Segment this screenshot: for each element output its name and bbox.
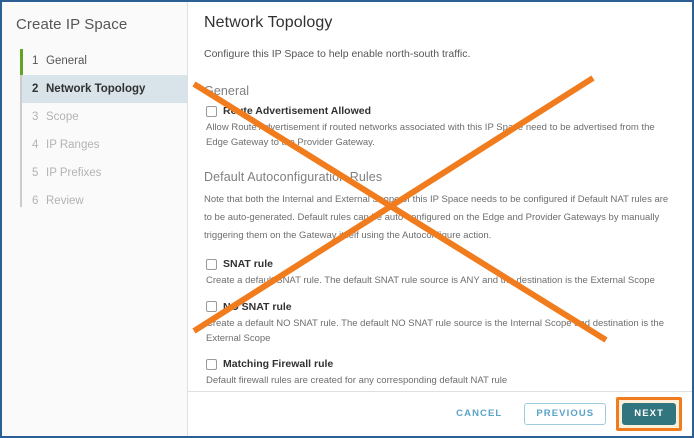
- sidebar-step-review: 6 Review: [20, 187, 187, 215]
- spacer: [204, 150, 678, 170]
- step-number: 3: [32, 111, 39, 123]
- page-title: Network Topology: [204, 14, 333, 31]
- checkbox-row-route-advertisement[interactable]: Route Advertisement Allowed: [206, 105, 678, 117]
- autoconfiguration-note: Note that both the Internal and External…: [204, 194, 669, 241]
- step-rail-completed: [20, 49, 23, 75]
- help-snat-rule: Create a default SNAT rule. The default …: [206, 275, 655, 287]
- checkbox-matching-firewall-rule[interactable]: [206, 358, 217, 370]
- checkbox-route-advertisement[interactable]: [206, 105, 217, 117]
- wizard-title: Create IP Space: [16, 16, 128, 33]
- step-label: IP Prefixes: [46, 167, 102, 179]
- checkbox-no-snat-rule[interactable]: [206, 301, 217, 313]
- sidebar-step-ip-ranges: 4 IP Ranges: [20, 131, 187, 159]
- step-label: Scope: [46, 111, 79, 123]
- step-rail: [20, 49, 22, 207]
- wizard-step-list: 1 General 2 Network Topology 3 Scope 4 I…: [2, 47, 187, 215]
- step-number: 4: [32, 139, 39, 151]
- wizard-sidebar: Create IP Space 1 General 2 Network Topo…: [2, 2, 188, 436]
- help-route-advertisement: Allow Route Advertisement if routed netw…: [206, 122, 655, 148]
- sidebar-step-network-topology[interactable]: 2 Network Topology: [20, 75, 187, 103]
- checkbox-row-no-snat-rule[interactable]: NO SNAT rule: [206, 301, 678, 313]
- step-number: 2: [32, 83, 39, 95]
- step-label: IP Ranges: [46, 139, 100, 151]
- sidebar-step-ip-prefixes: 5 IP Prefixes: [20, 159, 187, 187]
- section-heading-general: General: [204, 84, 250, 98]
- step-label: General: [46, 55, 87, 67]
- step-label: Review: [46, 195, 84, 207]
- checkbox-row-matching-firewall-rule[interactable]: Matching Firewall rule: [206, 358, 678, 370]
- step-label: Network Topology: [46, 83, 146, 95]
- step-number: 5: [32, 167, 39, 179]
- checkbox-label-no-snat-rule: NO SNAT rule: [223, 300, 292, 313]
- checkbox-label-route-advertisement: Route Advertisement Allowed: [223, 105, 371, 117]
- step-number: 6: [32, 195, 39, 207]
- sidebar-step-general[interactable]: 1 General: [20, 47, 187, 75]
- cancel-button[interactable]: Cancel: [444, 403, 514, 425]
- checkbox-snat-rule[interactable]: [206, 258, 217, 270]
- wizard-footer: Cancel Previous Next: [188, 391, 692, 436]
- page-description: Configure this IP Space to help enable n…: [204, 48, 471, 60]
- checkbox-label-matching-firewall-rule: Matching Firewall rule: [223, 358, 334, 371]
- step-number: 1: [32, 55, 39, 67]
- checkbox-label-snat-rule: SNAT rule: [223, 258, 273, 271]
- previous-button[interactable]: Previous: [524, 403, 607, 425]
- wizard-main-panel: Network Topology Configure this IP Space…: [188, 2, 692, 436]
- next-button[interactable]: Next: [622, 403, 676, 425]
- checkbox-row-snat-rule[interactable]: SNAT rule: [206, 258, 678, 270]
- help-matching-firewall-rule: Default firewall rules are created for a…: [206, 375, 508, 387]
- help-no-snat-rule: Create a default NO SNAT rule. The defau…: [206, 317, 665, 344]
- next-button-highlight: Next: [616, 397, 682, 431]
- wizard-content: Network Topology Configure this IP Space…: [188, 2, 692, 391]
- sidebar-step-scope: 3 Scope: [20, 103, 187, 131]
- section-heading-autoconfiguration: Default Autoconfiguration Rules: [204, 170, 383, 185]
